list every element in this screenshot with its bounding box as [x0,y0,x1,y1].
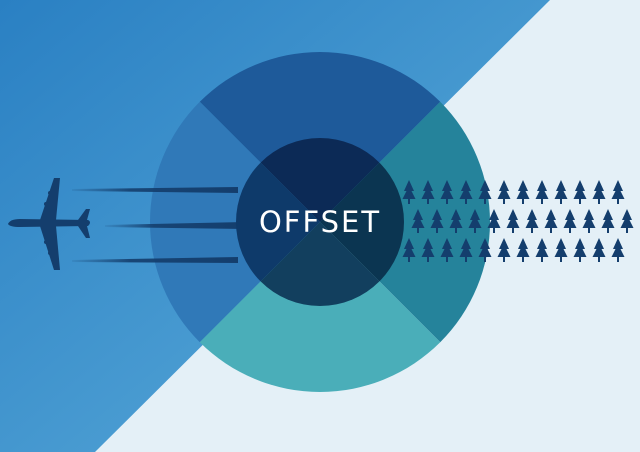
contrail-bottom [72,257,238,263]
contrails [72,187,245,263]
contrail-top [72,187,238,193]
contrail-middle [105,222,245,229]
airplane-icon [8,178,90,270]
